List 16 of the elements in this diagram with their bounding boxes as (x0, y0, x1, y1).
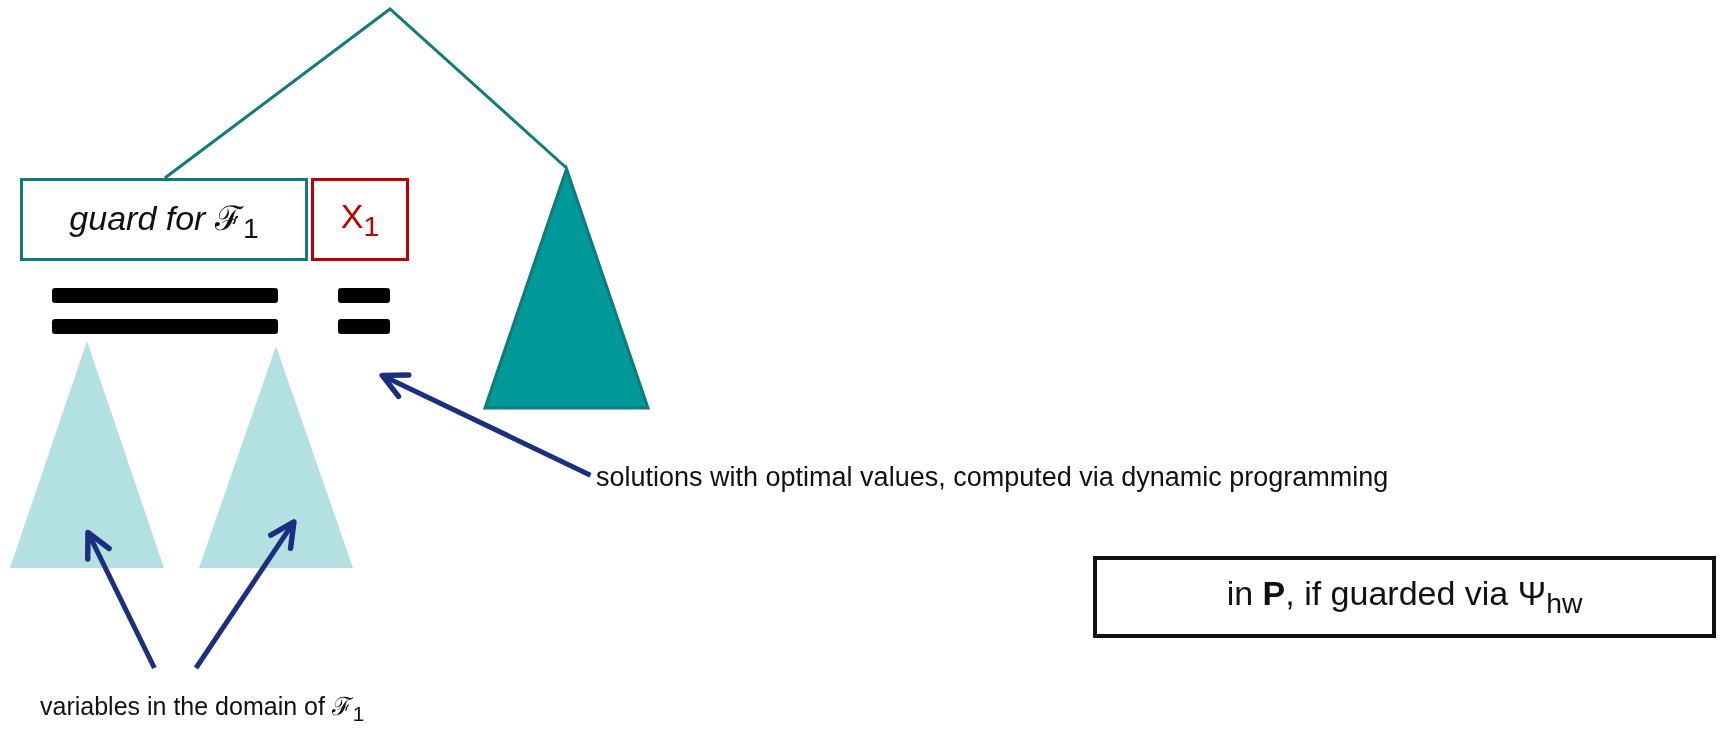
note-text: in P, if guarded via Ψ$_{hw}$ (1226, 574, 1583, 620)
note-box (1093, 556, 1716, 638)
arrow (379, 372, 592, 478)
guard-box (20, 178, 308, 261)
arrow (85, 529, 157, 670)
variable-box (311, 178, 409, 261)
arrow (193, 519, 297, 670)
subtree-triangle (9, 340, 165, 569)
variable-label: X$_{1}$ (340, 196, 380, 243)
annotation-text: variables in the domain of ℱ$_{1}$ (40, 688, 365, 726)
solution-bars (52, 288, 278, 334)
subtree-triangle (198, 345, 354, 569)
solution-bars (338, 288, 390, 334)
tree-edge (163, 7, 568, 180)
annotation-text: solutions with optimal values, computed via dynamic programming (596, 462, 1389, 493)
guard-label: guard for ℱ$_{1}$ (69, 198, 259, 245)
